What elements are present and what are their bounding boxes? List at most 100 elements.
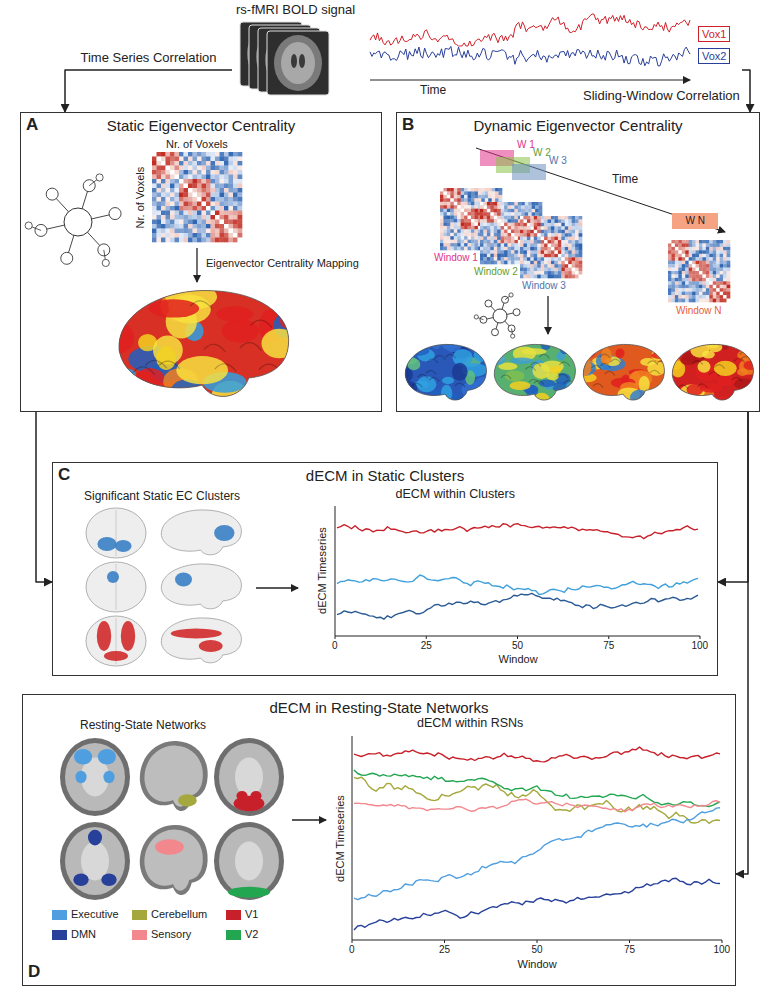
brain-outline [494,344,575,400]
network-node [485,300,492,307]
correlation-cell [716,278,720,282]
correlation-cell [161,184,166,189]
correlation-cell [224,161,229,166]
correlation-cell [152,188,157,193]
correlation-cell [702,268,706,272]
correlation-cell [202,179,207,184]
correlation-cell [565,254,569,258]
brain-base [402,342,488,404]
correlation-cell [166,220,171,225]
correlation-cell [671,299,675,303]
correlation-cell [696,281,700,285]
correlation-cell [197,170,202,175]
correlation-cell [450,209,454,213]
correlation-cell [678,295,682,299]
correlation-cell [568,250,572,254]
brain-surface [100,282,299,413]
correlation-cell [447,191,451,195]
correlation-cell [197,184,202,189]
correlation-cell [520,275,524,279]
correlation-cell [709,247,713,251]
correlation-cell [474,236,478,240]
correlation-cell [440,202,444,206]
correlation-cell [689,254,693,258]
correlation-cell [485,191,489,195]
correlation-cell [454,247,458,251]
correlation-cell [206,157,211,162]
brain-sulcus [650,370,660,374]
correlation-cell [671,288,675,292]
correlation-cell [170,215,175,220]
correlation-cell [501,212,505,216]
correlation-cell [689,240,693,244]
correlation-cell [575,230,579,234]
correlation-cell [170,175,175,180]
correlation-cell [720,243,724,247]
correlation-cell [494,216,498,220]
brain-sulcus [693,361,703,365]
correlation-cell [501,243,505,247]
correlation-cell [682,240,686,244]
correlation-cell [179,184,184,189]
correlation-cell [689,278,693,282]
correlation-cell [551,223,555,227]
correlation-cell [706,264,710,268]
correlation-cell [179,175,184,180]
correlation-cell [706,240,710,244]
correlation-cell [157,170,162,175]
correlation-cell [464,198,468,202]
correlation-cell [485,195,489,199]
correlation-cell [527,226,531,230]
correlation-cell [202,220,207,225]
correlation-cell [709,292,713,296]
correlation-cell [492,191,496,195]
correlation-cell [689,268,693,272]
correlation-cell [668,247,672,251]
bold-trace [370,14,690,46]
brain-sulcus [600,354,610,358]
correlation-cell [558,230,562,234]
correlation-cell [161,188,166,193]
correlation-cell [175,206,180,211]
correlation-cell [188,220,193,225]
correlation-cell [699,288,703,292]
correlation-cell [229,166,234,171]
correlation-cell [233,170,238,175]
correlation-cell [188,161,193,166]
correlation-cell [534,230,538,234]
correlation-cell [468,240,472,244]
correlation-cell [702,281,706,285]
correlation-cell [170,224,175,229]
correlation-cell [554,230,558,234]
correlation-cell [494,236,498,240]
correlation-cell [166,179,171,184]
correlation-cell [682,274,686,278]
correlation-cell [508,219,512,223]
correlation-cell [534,264,538,268]
correlation-cell [175,229,180,234]
correlation-cell [202,233,207,238]
correlation-cell [699,264,703,268]
correlation-cell [685,268,689,272]
correlation-cell [224,197,229,202]
correlation-cell [485,198,489,202]
centrality-blob [129,395,157,409]
centrality-blob [442,377,454,384]
correlation-cell [238,238,243,243]
correlation-cell [215,211,220,216]
correlation-cell [457,198,461,202]
correlation-cell [702,271,706,275]
correlation-cell [202,211,207,216]
correlation-cell [508,261,512,265]
correlation-cell [179,179,184,184]
correlation-cell [554,223,558,227]
correlation-cell [474,229,478,233]
correlation-cell [530,216,534,220]
correlation-cell [692,268,696,272]
correlation-cell [211,157,216,162]
correlation-cell [443,198,447,202]
correlation-cell [514,254,518,258]
correlation-cell [713,299,717,303]
correlation-cell [723,274,727,278]
centrality-blob [680,356,697,365]
